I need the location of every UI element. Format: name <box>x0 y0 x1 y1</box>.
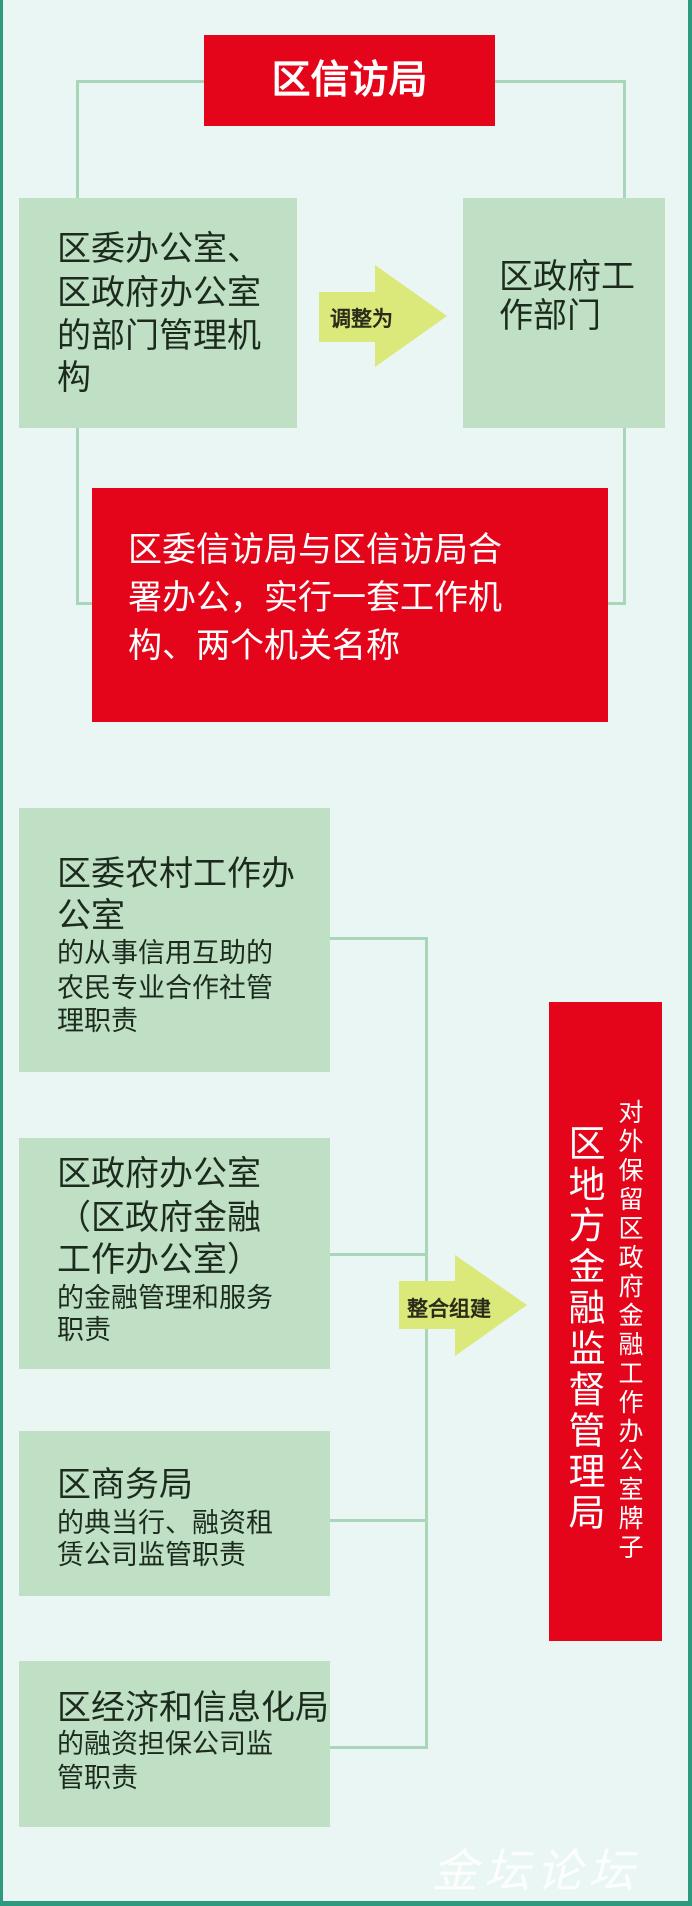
arrow-right-icon <box>319 265 447 367</box>
source-title: 区经济和信息化局 <box>57 1688 329 1728</box>
left-box-line: 区委办公室、 <box>57 229 261 269</box>
source-title: 工作办公室） <box>57 1240 261 1280</box>
watermark-logo: 金坛论坛 <box>432 1844 640 1898</box>
target-box: 区地方金融监督管理局 对外保留区政府金融工作办公室牌子 <box>549 1002 662 1641</box>
source-title: 区政府办公室 <box>57 1154 261 1194</box>
source-box: 区委农村工作办 公室 的从事信用互助的 农民专业合作社管 理职责 <box>19 808 330 1072</box>
source-desc: 的典当行、融资租 <box>57 1508 273 1539</box>
source-box: 区经济和信息化局 的融资担保公司监 管职责 <box>19 1661 330 1827</box>
target-note: 对外保留区政府金融工作办公室牌子 <box>615 1099 644 1563</box>
source-title: 区商务局 <box>57 1465 193 1505</box>
source-desc: 理职责 <box>57 1006 138 1037</box>
arrow-label: 整合组建 <box>407 1297 491 1321</box>
left-box-line: 区政府办公室 <box>57 273 261 313</box>
source-box: 区政府办公室 （区政府金融 工作办公室） 的金融管理和服务 职责 <box>19 1138 330 1369</box>
right-box: 区政府工 作部门 <box>463 198 665 428</box>
left-box: 区委办公室、 区政府办公室 的部门管理机 构 <box>19 198 297 428</box>
source-desc: 职责 <box>57 1315 111 1346</box>
source-desc: 农民专业合作社管 <box>57 973 273 1004</box>
source-box: 区商务局 的典当行、融资租 赁公司监管职责 <box>19 1431 330 1596</box>
source-desc: 的从事信用互助的 <box>57 938 273 969</box>
source-title: 公室 <box>57 896 125 936</box>
merge-result-line: 署办公，实行一套工作机 <box>128 578 502 618</box>
left-box-line: 的部门管理机 <box>57 316 261 356</box>
source-desc: 的融资担保公司监 <box>57 1729 273 1760</box>
source-desc: 的金融管理和服务 <box>57 1283 273 1314</box>
target-name: 区地方金融监督管理局 <box>562 1124 605 1534</box>
source-title: 区委农村工作办 <box>57 854 295 894</box>
merge-result-line: 构、两个机关名称 <box>128 626 400 666</box>
source-desc: 赁公司监管职责 <box>57 1540 246 1571</box>
connector-line <box>425 937 428 1749</box>
top-title: 区信访局 <box>271 58 428 103</box>
source-desc: 管职责 <box>57 1763 138 1794</box>
right-box-line: 区政府工 <box>499 257 635 297</box>
connector-line <box>330 1519 427 1522</box>
connector-line <box>330 937 427 940</box>
right-box-line: 作部门 <box>499 296 601 336</box>
arrow-right-icon <box>399 1255 527 1356</box>
merge-result-line: 区委信访局与区信访局合 <box>128 530 502 570</box>
arrow-label: 调整为 <box>330 307 393 331</box>
connector-line <box>330 1746 427 1749</box>
merge-result-box: 区委信访局与区信访局合 署办公，实行一套工作机 构、两个机关名称 <box>92 488 608 722</box>
connector-line <box>330 1253 427 1256</box>
top-title-box: 区信访局 <box>204 35 495 126</box>
left-box-line: 构 <box>57 358 91 398</box>
source-title: （区政府金融 <box>57 1198 261 1238</box>
